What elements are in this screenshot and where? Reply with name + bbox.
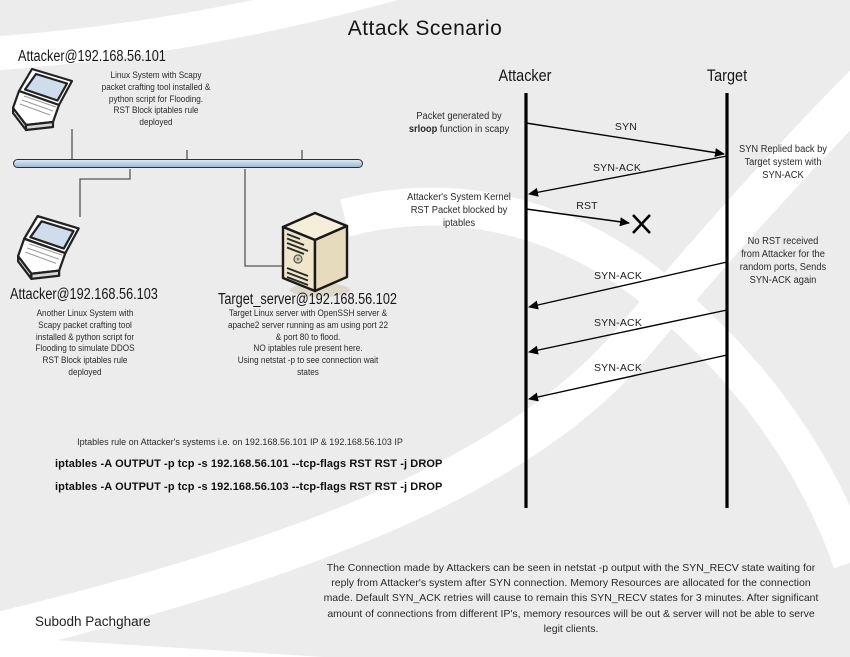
iptables-rule-101: iptables -A OUTPUT -p tcp -s 192.168.56.…	[55, 458, 443, 470]
node-description-attacker-103: Another Linux System with Scapy packet c…	[35, 308, 135, 377]
node-heading-attacker-103: Attacker@192.168.56.103	[10, 286, 158, 303]
laptop-icon	[17, 215, 80, 280]
server-icon	[281, 211, 350, 297]
network-bus-bar	[13, 159, 363, 168]
message-label-syn-ack: SYN-ACK	[592, 162, 642, 174]
iptables-rule-103: iptables -A OUTPUT -p tcp -s 192.168.56.…	[55, 481, 443, 493]
note-rst-blocked: Attacker's System Kernel RST Packet bloc…	[407, 192, 511, 229]
author-signature: Subodh Pachghare	[35, 614, 151, 629]
node-description-attacker-101: Linux System with Scapy packet crafting …	[101, 70, 211, 128]
actor-attacker: Attacker	[498, 66, 552, 85]
laptop-icon	[12, 67, 74, 132]
note-no-rst-received: No RST received from Attacker for the ra…	[739, 236, 827, 286]
message-label-syn-ack: SYN-ACK	[593, 317, 643, 329]
footer-explanation: The Connection made by Attackers can be …	[323, 562, 819, 635]
message-label-syn: SYN	[614, 121, 638, 133]
message-label-syn-ack: SYN-ACK	[593, 362, 643, 374]
node-heading-attacker-101: Attacker@192.168.56.101	[18, 48, 166, 65]
actor-target: Target	[706, 66, 748, 85]
blocked-x-icon	[632, 214, 651, 234]
node-description-target-server: Target Linux server with OpenSSH server …	[227, 308, 389, 377]
message-label-syn-ack: SYN-ACK	[593, 270, 643, 282]
node-heading-target-server: Target_server@192.168.56.102	[218, 291, 397, 308]
message-label-rst: RST	[576, 200, 598, 212]
page-title: Attack Scenario	[347, 17, 503, 40]
iptables-caption: Iptables rule on Attacker's systems i.e.…	[77, 437, 403, 447]
note-syn-replied: SYN Replied back by Target system with S…	[739, 144, 827, 181]
